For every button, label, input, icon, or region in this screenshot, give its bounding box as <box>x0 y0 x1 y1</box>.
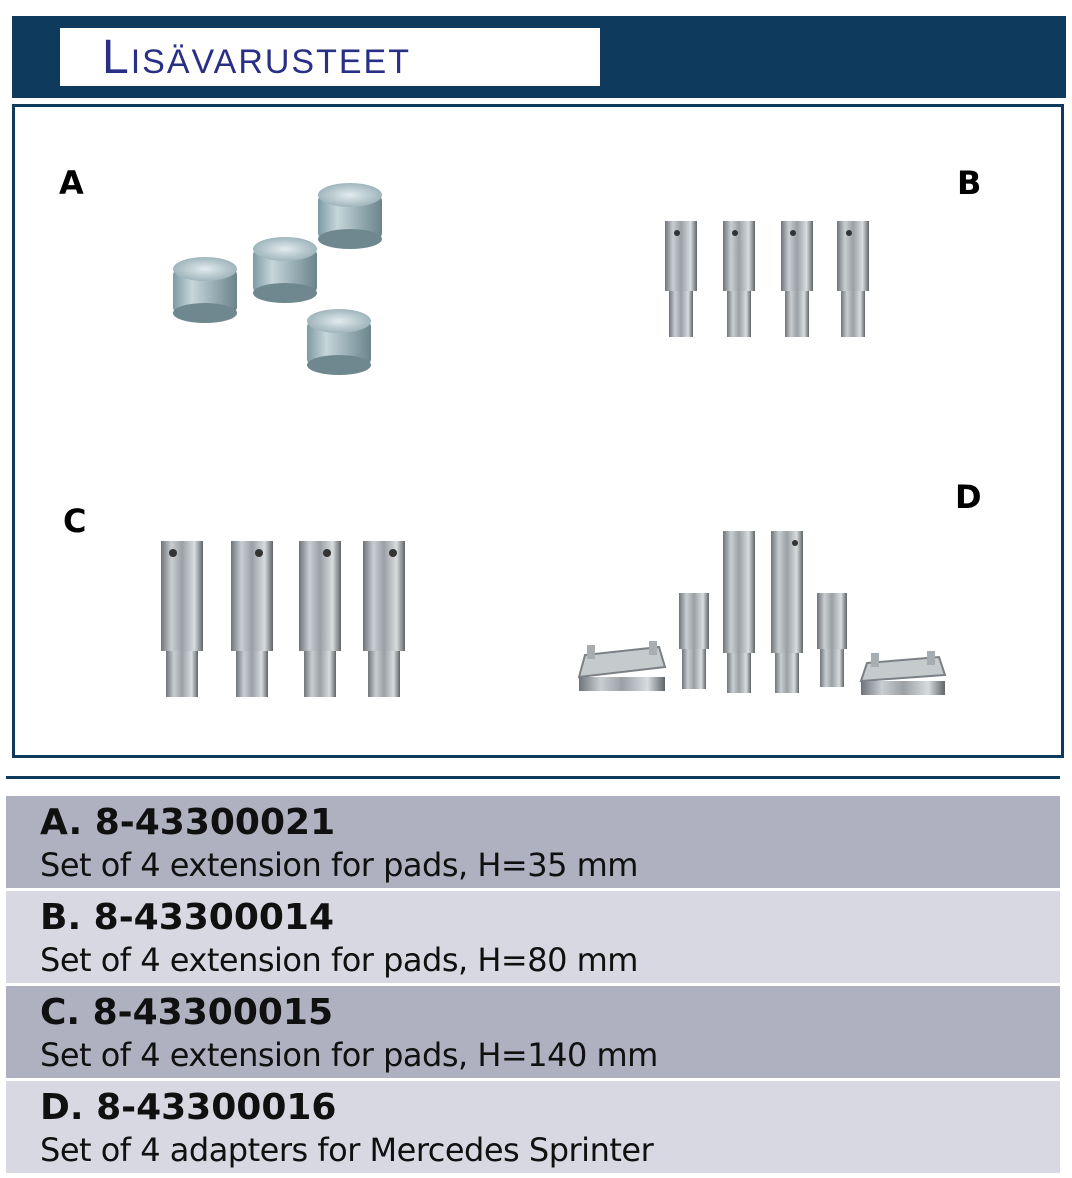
list-item: C. 8-43300015 Set of 4 extension for pad… <box>6 986 1060 1078</box>
product-c-extensions <box>161 541 405 697</box>
product-b-extensions <box>665 221 869 337</box>
label-a: A <box>59 164 84 202</box>
item-code: C. 8-43300015 <box>40 992 334 1033</box>
item-description: Set of 4 adapters for Mercedes Sprinter <box>40 1131 654 1169</box>
list-item: B. 8-43300014 Set of 4 extension for pad… <box>6 891 1060 983</box>
item-description: Set of 4 extension for pads, H=35 mm <box>40 846 638 884</box>
section-divider <box>6 776 1060 779</box>
item-description: Set of 4 extension for pads, H=80 mm <box>40 941 638 979</box>
product-image-panel: A B C D <box>12 104 1064 758</box>
label-d: D <box>955 478 982 516</box>
product-a-caps <box>173 183 382 375</box>
label-b: B <box>957 164 982 202</box>
title-box: Lisävarusteet <box>60 28 600 86</box>
item-code: B. 8-43300014 <box>40 897 335 938</box>
item-description: Set of 4 extension for pads, H=140 mm <box>40 1036 658 1074</box>
item-code: A. 8-43300021 <box>40 802 336 843</box>
header-bar: Lisävarusteet <box>12 16 1066 98</box>
item-list: A. 8-43300021 Set of 4 extension for pad… <box>6 796 1060 1176</box>
item-code: D. 8-43300016 <box>40 1087 337 1128</box>
list-item: A. 8-43300021 Set of 4 extension for pad… <box>6 796 1060 888</box>
product-d-adapters <box>577 531 947 695</box>
product-illustrations <box>161 183 947 697</box>
list-item: D. 8-43300016 Set of 4 adapters for Merc… <box>6 1081 1060 1173</box>
page-title: Lisävarusteet <box>102 31 412 84</box>
label-c: C <box>63 502 87 540</box>
